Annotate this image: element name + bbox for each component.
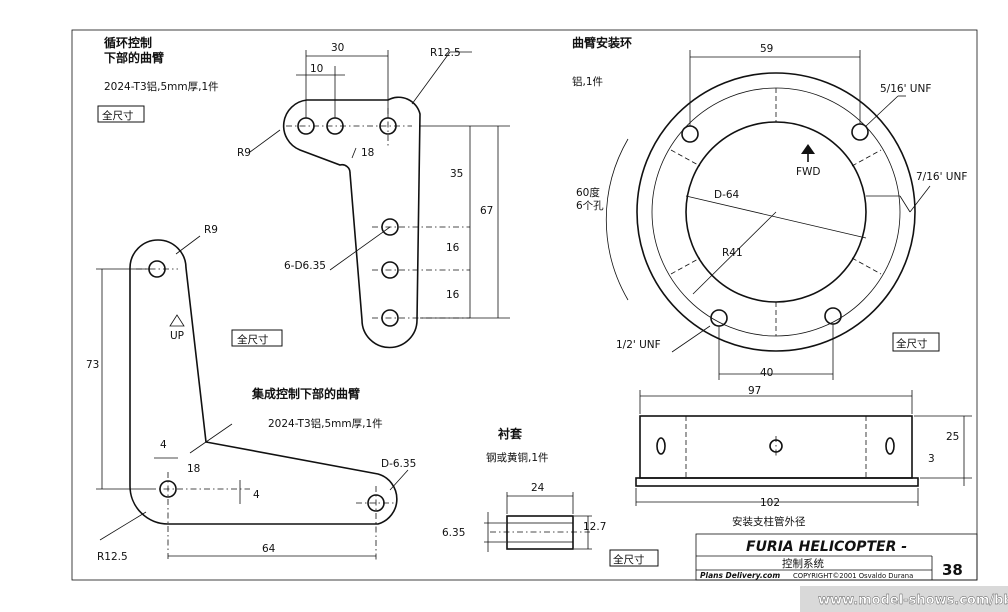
ring-dim-59: 59	[760, 43, 773, 55]
side-view-hidden-lines	[685, 416, 867, 478]
lower-arm-outline	[282, 96, 421, 349]
lower-arm-scale: 全尺寸	[102, 109, 134, 122]
bushing-dim-635: 6.35	[442, 527, 465, 539]
title-block: FURIA HELICOPTER - 控制系统 Plans Delivery.c…	[695, 533, 978, 581]
collective-arm: R9 UP 73 4 18 4 D-6.35 R12.5 64 全尺寸 集成控制…	[86, 224, 416, 563]
bushing-title: 衬套	[498, 426, 523, 441]
collective-arm-dim-d635: D-6.35	[381, 458, 416, 470]
title-block-copyright: COPYRIGHT©2001 Osvaldo Durana	[793, 572, 913, 580]
title-block-frame	[695, 533, 978, 581]
ring-title: 曲臂安装环	[572, 35, 632, 50]
collective-arm-dim-4a: 4	[160, 439, 167, 451]
side-view-dims	[635, 390, 972, 506]
ring-dim-angle-2: 6个孔	[576, 199, 604, 212]
bushing-scale-box	[609, 549, 659, 567]
lower-arm-dim-r9: R9	[237, 147, 251, 159]
lower-arm-centerlines	[286, 108, 470, 319]
side-view-dim-3: 3	[928, 453, 935, 465]
ring-bolt-holes	[681, 123, 869, 327]
ring-dim-40: 40	[760, 367, 773, 379]
side-view-dim-102: 102	[760, 497, 780, 509]
watermark-strip	[800, 586, 1008, 612]
lower-arm-dim-10: 10	[310, 63, 323, 75]
bushing-bore	[506, 522, 574, 543]
title-block-subtitle: 控制系统	[782, 557, 824, 570]
lower-arm-dims	[249, 50, 510, 319]
collective-arm-centerlines	[136, 268, 396, 560]
collective-arm-scale: 全尺寸	[237, 333, 269, 346]
ring-dim-angle-1: 60度	[576, 186, 600, 199]
ring-outer-circle	[636, 72, 916, 352]
ring-hidden-lines	[670, 88, 882, 336]
bushing: 衬套 钢或黄铜,1件 24 6.35 12.7 全尺寸	[442, 426, 659, 567]
collective-arm-dim-73: 73	[86, 359, 99, 371]
collective-arm-dims	[96, 235, 409, 557]
collective-arm-scale-box	[231, 329, 283, 347]
collective-arm-dim-64: 64	[262, 543, 276, 555]
mounting-ring: 曲臂安装环 铝,1件 FWD 59	[572, 35, 967, 380]
collective-arm-holes	[148, 260, 385, 512]
lower-arm-dim-67: 67	[480, 205, 493, 217]
lower-arm-material: 2024-T3铝,5mm厚,1件	[104, 80, 219, 93]
side-view-body	[639, 415, 913, 479]
lower-arm-holes	[297, 117, 399, 327]
lower-arm-dim-18: 18	[361, 147, 374, 159]
bushing-dims	[484, 492, 592, 552]
up-arrow-icon	[169, 314, 185, 327]
bushing-scale: 全尺寸	[613, 553, 645, 566]
lower-arm-dim-16a: 16	[446, 242, 460, 254]
collective-arm-dim-4b: 4	[253, 489, 260, 501]
collective-arm-title: 集成控制下部的曲臂	[251, 386, 360, 401]
collective-arm-up: UP	[170, 330, 184, 342]
ring-fwd: FWD	[796, 166, 821, 178]
lower-arm-dim-holes: 6-D6.35	[284, 260, 326, 272]
ring-dim-r41: R41	[722, 247, 743, 259]
bushing-body	[506, 515, 574, 550]
ring-scale: 全尺寸	[896, 337, 928, 350]
lower-arm-dim-35: 35	[450, 168, 463, 180]
sheet-border	[71, 29, 978, 581]
lower-arm-dim-r12: R12.5	[430, 47, 461, 59]
collective-arm-material: 2024-T3铝,5mm厚,1件	[268, 417, 383, 430]
side-view-dim-25: 25	[946, 431, 959, 443]
lower-arm-title-1: 循环控制	[104, 35, 152, 50]
bushing-dim-24: 24	[531, 482, 545, 494]
lower-cyclic-arm: 循环控制 下部的曲臂 2024-T3铝,5mm厚,1件 全尺寸	[97, 35, 510, 349]
ring-dim-unf516: 5/16' UNF	[880, 83, 931, 95]
ring-dim-unf716: 7/16' UNF	[916, 171, 967, 183]
watermark: www.model-shows.com/bbs	[818, 593, 1008, 608]
title-block-source: Plans Delivery.com	[700, 571, 780, 580]
ring-dims	[605, 50, 931, 380]
lower-arm-dim-16b: 16	[446, 289, 460, 301]
collective-arm-dim-r9: R9	[204, 224, 218, 236]
lower-arm-title-2: 下部的曲臂	[104, 50, 164, 65]
collective-arm-dim-18: 18	[187, 463, 200, 475]
side-view-holes	[656, 437, 895, 455]
ring-dim-unf12: 1/2' UNF	[616, 339, 661, 351]
collective-arm-outline	[129, 239, 398, 525]
title-block-page: 38	[942, 561, 963, 579]
bushing-dim-127: 12.7	[583, 521, 606, 533]
fwd-arrow-icon	[801, 144, 815, 154]
ring-side-view: 97 25 3 102 安装支柱管外径	[635, 385, 972, 528]
collective-arm-dim-r125: R12.5	[97, 551, 128, 563]
ring-scale-box	[892, 332, 940, 352]
title-block-title: FURIA HELICOPTER -	[746, 539, 907, 555]
ring-dim-d64: D-64	[714, 189, 740, 201]
side-view-flange	[635, 477, 919, 487]
side-view-dim-97: 97	[748, 385, 761, 397]
bushing-material: 钢或黄铜,1件	[486, 451, 549, 464]
side-view-caption: 安装支柱管外径	[732, 515, 806, 528]
lower-arm-scale-box	[97, 105, 145, 123]
ring-material: 铝,1件	[572, 75, 603, 88]
lower-arm-dim-30: 30	[331, 42, 344, 54]
